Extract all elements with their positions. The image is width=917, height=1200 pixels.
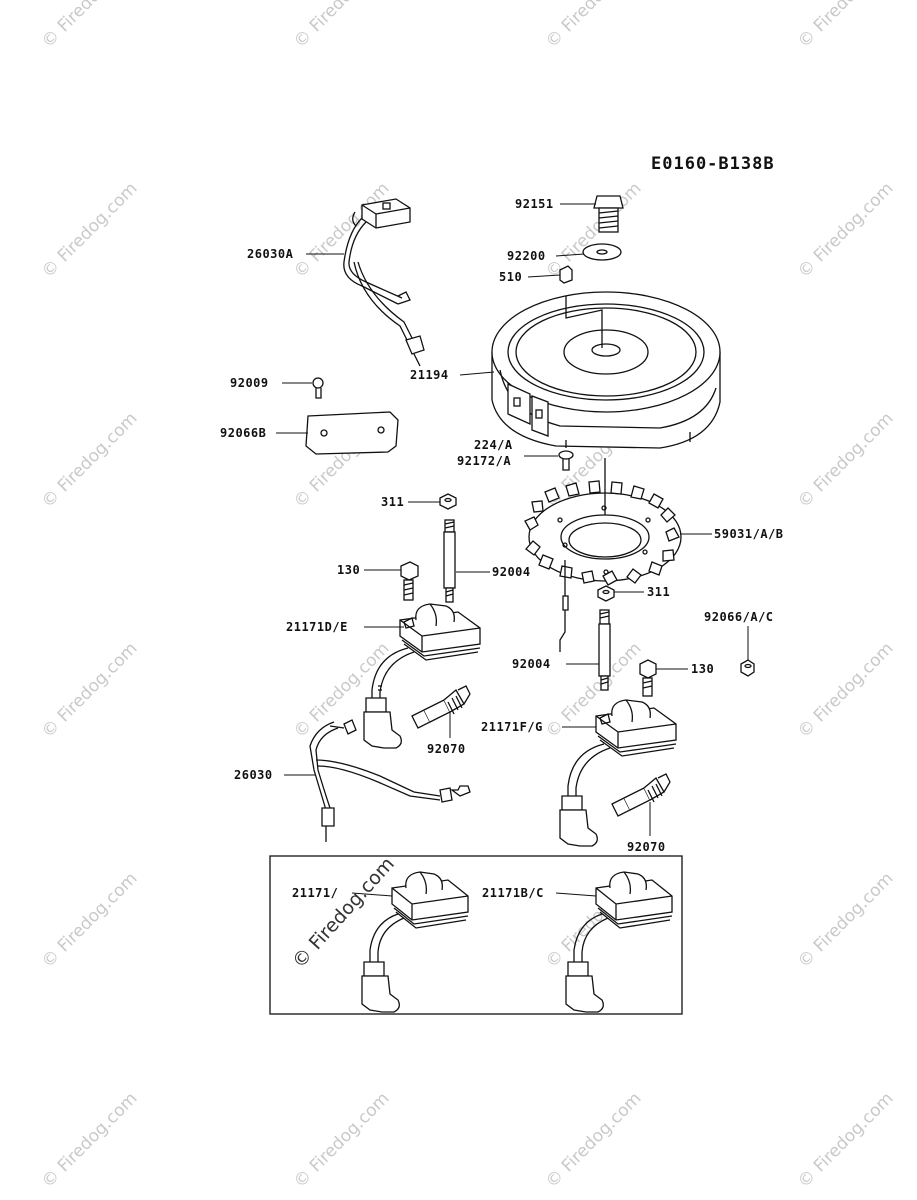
part-label-311-lower[interactable]: 311 xyxy=(647,585,671,599)
part-label-92009[interactable]: 92009 xyxy=(230,376,269,390)
spark-plug-92070-left xyxy=(411,685,471,729)
part-label-21171fg[interactable]: 21171F/G xyxy=(481,720,543,734)
stud-92004-left xyxy=(443,519,456,603)
diagram-code: E0160-B138B xyxy=(651,154,775,174)
leader-lines xyxy=(276,203,749,897)
wiring-harness-26030a xyxy=(343,198,425,367)
part-label-92200[interactable]: 92200 xyxy=(507,249,546,263)
screw-92009 xyxy=(312,377,324,399)
key-510 xyxy=(559,265,573,284)
wiring-26030 xyxy=(309,719,471,842)
part-label-21171bc[interactable]: 21171B/C xyxy=(482,886,544,900)
spark-plug-92070-right xyxy=(611,773,671,817)
part-label-224a[interactable]: 224/A xyxy=(474,438,513,452)
part-label-92004-left[interactable]: 92004 xyxy=(492,565,531,579)
part-label-92070-left[interactable]: 92070 xyxy=(427,742,466,756)
part-label-21171[interactable]: 21171/ xyxy=(292,886,339,900)
part-label-311-upper[interactable]: 311 xyxy=(381,495,405,509)
part-label-130-left[interactable]: 130 xyxy=(337,563,361,577)
part-label-21194[interactable]: 21194 xyxy=(410,368,449,382)
part-label-130-right[interactable]: 130 xyxy=(691,662,715,676)
flywheel-21194 xyxy=(491,291,721,449)
variant-inset-box xyxy=(269,855,683,1015)
bolt-130-right xyxy=(639,659,657,697)
washer-92200 xyxy=(582,243,622,261)
bolt-92151 xyxy=(593,195,624,233)
ignition-coil-21171fg xyxy=(559,699,677,847)
part-label-26030[interactable]: 26030 xyxy=(234,768,273,782)
bolt-130-left xyxy=(400,561,419,601)
part-label-59031ab[interactable]: 59031/A/B xyxy=(714,527,784,541)
part-label-510[interactable]: 510 xyxy=(499,270,523,284)
part-label-92151[interactable]: 92151 xyxy=(515,197,554,211)
nut-311-lower xyxy=(597,585,615,602)
part-label-92066b[interactable]: 92066B xyxy=(220,426,267,440)
part-label-21171de[interactable]: 21171D/E xyxy=(286,620,348,634)
ignition-coil-21171bc-inset xyxy=(565,871,673,1013)
nut-92066ac xyxy=(740,659,755,677)
nut-311-upper xyxy=(439,493,457,510)
part-label-92004-right[interactable]: 92004 xyxy=(512,657,551,671)
part-label-92066ac[interactable]: 92066/A/C xyxy=(704,610,774,624)
part-label-92172a[interactable]: 92172/A xyxy=(457,454,512,468)
part-label-26030a[interactable]: 26030A xyxy=(247,247,294,261)
stud-92004-right xyxy=(598,609,611,691)
ignition-coil-21171de xyxy=(363,603,481,749)
plate-92066b xyxy=(305,411,399,455)
stator-59031 xyxy=(524,458,682,652)
part-label-92070-right[interactable]: 92070 xyxy=(627,840,666,854)
ignition-coil-21171-inset xyxy=(361,871,469,1013)
screw-92172a xyxy=(558,450,574,471)
